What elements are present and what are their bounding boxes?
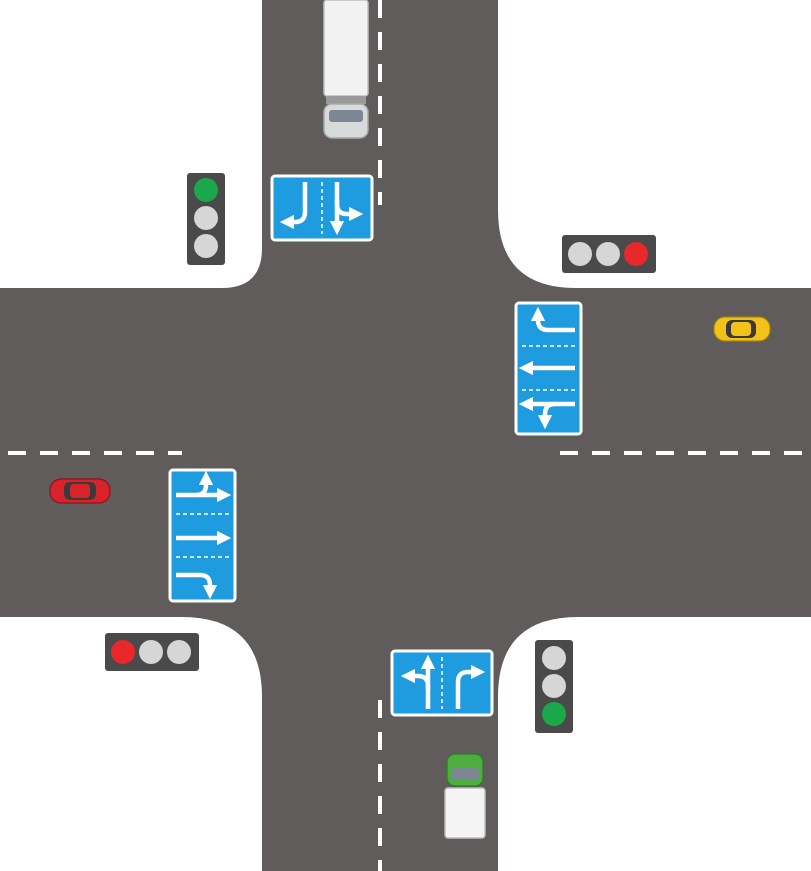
green-lamp [194,178,218,202]
green-lamp [167,640,191,664]
lane-markings [8,0,811,871]
red-car [49,478,111,504]
left-turn-arrow-icon [334,200,364,222]
truck-trailer [323,0,369,97]
red-lamp [624,242,648,266]
corner-nw [222,248,262,288]
amber-lamp [596,242,620,266]
yellow-car [713,316,771,342]
left-turn-arrow-icon [195,470,214,498]
red-lamp [111,640,135,664]
traffic-light-west [105,633,199,671]
white-truck [323,0,369,139]
corner-se [498,617,578,697]
green-lamp [568,242,592,266]
right-turn-arrow-icon [279,182,308,230]
amber-lamp [139,640,163,664]
amber-lamp [194,206,218,230]
left-turn-arrow-icon [530,306,575,333]
traffic-light-south [535,640,573,733]
corner-ne [498,210,576,288]
green-lamp [542,702,566,726]
left-turn-arrow-icon [537,401,556,430]
green-truck [444,753,486,839]
lane-sign-west [168,468,237,603]
lane-sign-east [514,301,583,436]
right-turn-arrow-icon [455,664,486,709]
lane-sign-south [390,649,494,717]
lane-sign-north [270,174,374,242]
red-lamp [542,646,566,670]
traffic-light-east [562,235,656,273]
red-lamp [194,234,218,258]
right-turn-arrow-icon [176,572,218,600]
truck-trailer [444,787,486,839]
horizontal-road [0,288,811,617]
amber-lamp [542,674,566,698]
sign-panel [390,649,494,717]
left-turn-arrow-icon [400,668,431,690]
traffic-light-north [187,173,225,265]
sign-panel [168,468,237,603]
corner-sw [182,617,262,697]
